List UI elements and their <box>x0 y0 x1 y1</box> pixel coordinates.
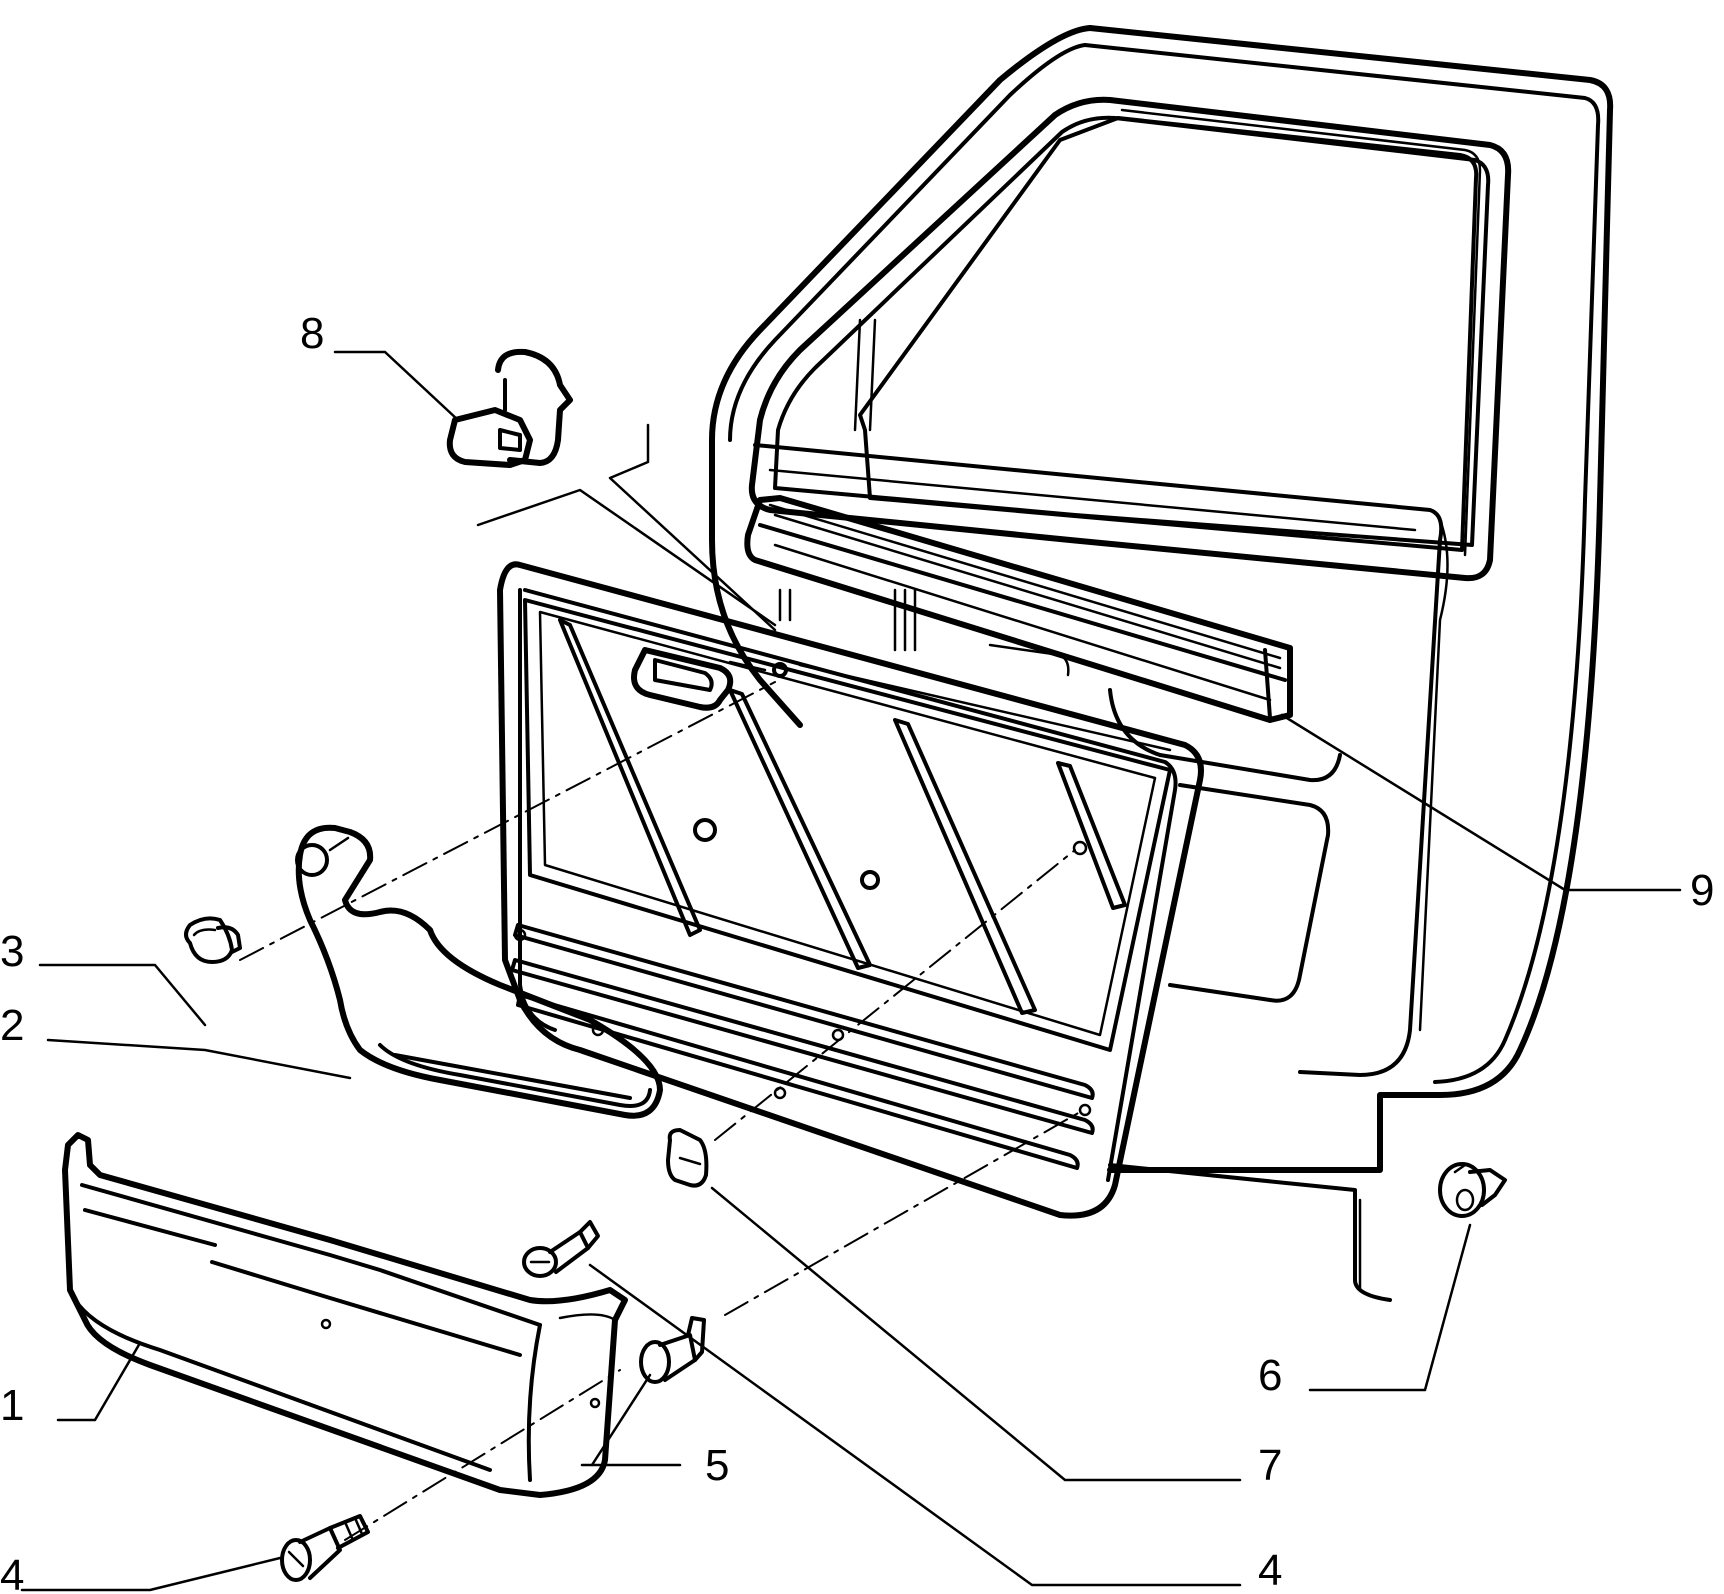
retaining-washer <box>639 1316 706 1384</box>
callout-4-lower: 4 <box>0 1551 24 1594</box>
door-trim-panel <box>497 561 1204 1219</box>
screw-upper <box>522 1220 600 1278</box>
callout-2: 2 <box>0 1001 24 1050</box>
rivet-clip <box>1438 1162 1507 1218</box>
callout-6: 6 <box>1258 1351 1282 1400</box>
callout-numbers: 1 2 3 4 4 5 6 7 8 9 <box>0 309 1714 1594</box>
callout-7: 7 <box>1258 1441 1282 1490</box>
door-shell <box>709 25 1614 1302</box>
callout-4-upper: 4 <box>1258 1546 1282 1594</box>
leader-lines <box>20 350 1682 1592</box>
screw-lower <box>280 1514 370 1582</box>
map-pocket <box>62 1132 628 1498</box>
callout-1: 1 <box>0 1381 24 1430</box>
callout-9: 9 <box>1690 866 1714 915</box>
callout-5: 5 <box>705 1441 729 1490</box>
push-clip <box>184 916 242 964</box>
alignment-lines <box>239 423 1081 1541</box>
square-clip <box>666 1128 709 1188</box>
callout-8: 8 <box>300 309 324 358</box>
belt-line-seal <box>744 495 1293 723</box>
pull-handle <box>295 824 663 1119</box>
callout-3: 3 <box>0 927 24 976</box>
handle-bracket <box>446 348 573 468</box>
